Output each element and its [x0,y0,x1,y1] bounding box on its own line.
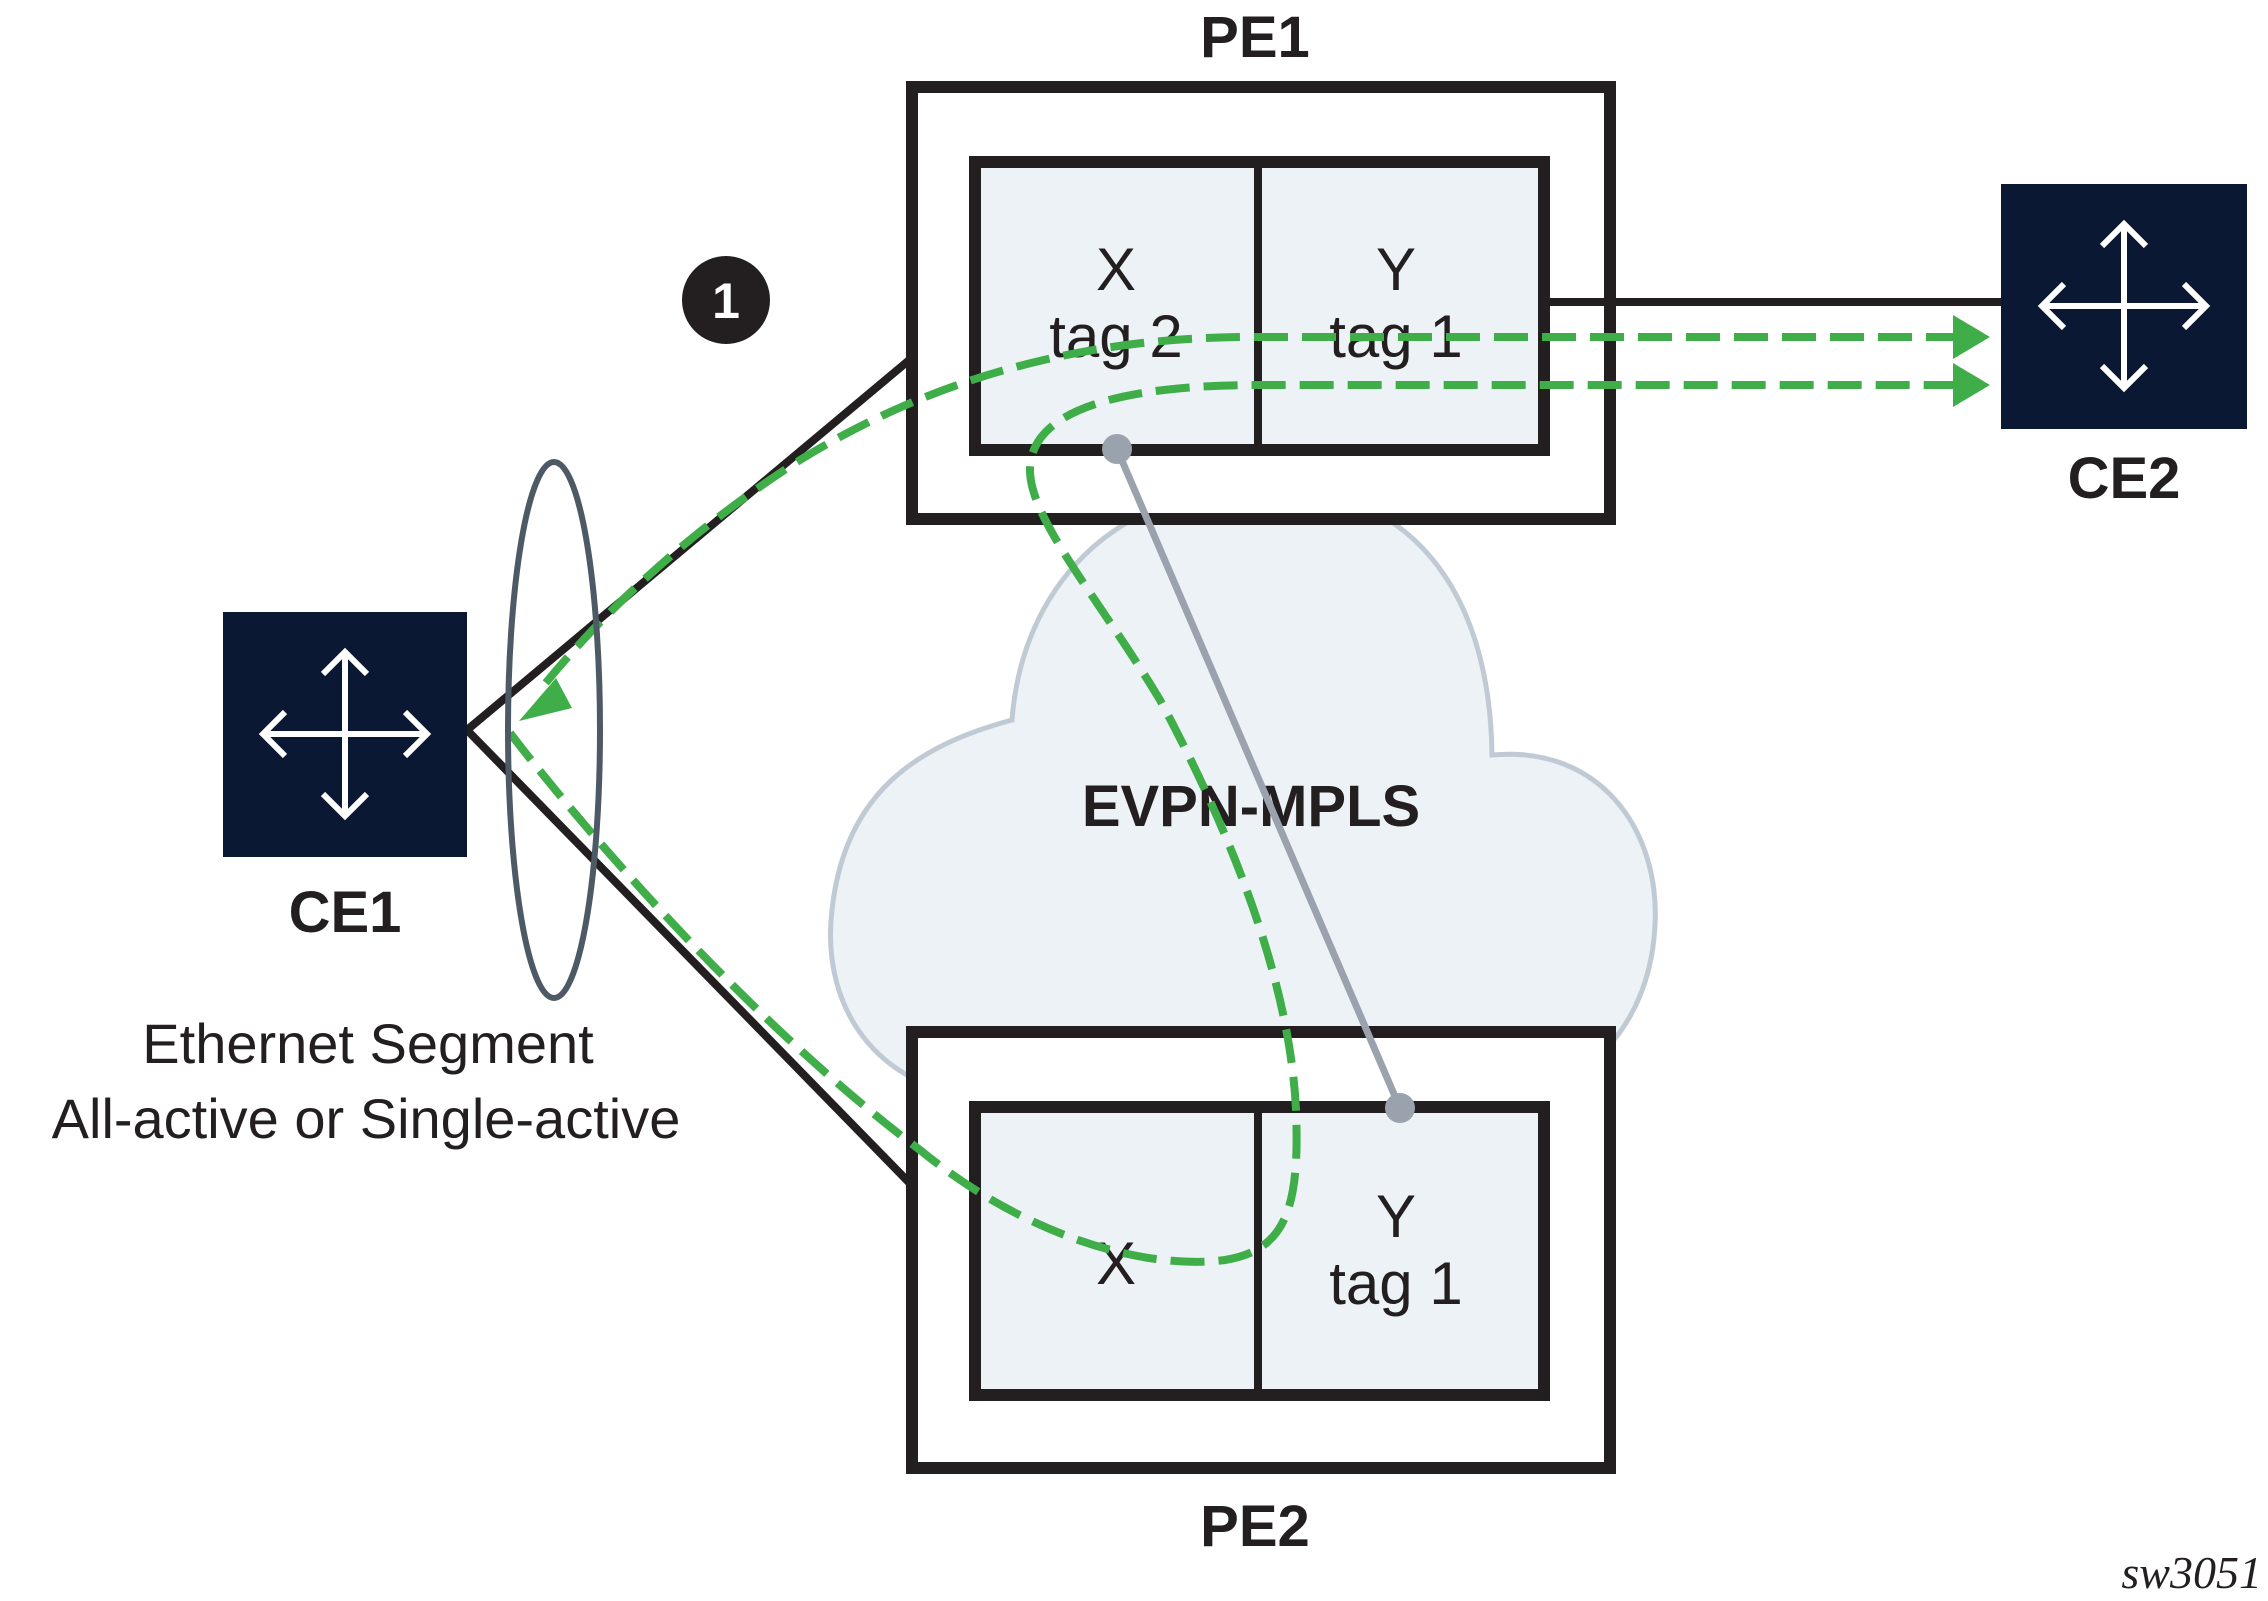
ce2-label: CE2 [2068,446,2181,511]
ethernet-segment-caption-line1: Ethernet Segment [142,1012,594,1075]
ethernet-segment-caption-line2: All-active or Single-active [52,1087,681,1150]
flow-path-ce1-pe2-pe1-ce2 [506,381,1960,1266]
pe1-peer-dot [1102,434,1132,464]
pe2-node[interactable]: X Y tag 1 [906,1026,1616,1474]
flow-arrowhead-ce2-bottom [1953,363,1990,407]
pe1-x-tag: tag 2 [1049,303,1182,370]
step-badge-number: 1 [712,273,740,329]
pe1-x-label: X [1096,236,1136,303]
step-badge: 1 [682,256,770,344]
figure-id: sw3051 [2121,1547,2262,1598]
pe2-y-label: Y [1376,1183,1416,1250]
flow-arrowhead-ce1 [519,678,572,721]
pe1-title: PE1 [1200,5,1310,70]
pe-peer-link [1113,447,1404,1110]
ce1-router[interactable] [223,612,467,857]
ce2-router[interactable] [2001,184,2247,429]
link-ce1-pe2 [464,727,978,1253]
pe2-title: PE2 [1200,1494,1310,1559]
pe1-node[interactable]: X tag 2 Y tag 1 [906,81,1616,525]
ethernet-segment-ellipse [505,459,603,1001]
pe2-y-tag: tag 1 [1329,1250,1462,1317]
pe2-peer-dot [1385,1093,1415,1123]
flow-path-pe1-to-ce1 [536,333,1960,693]
pe2-x-label: X [1096,1230,1136,1297]
pe1-y-label: Y [1376,236,1416,303]
ce1-label: CE1 [289,880,402,945]
cloud-label: EVPN-MPLS [1082,774,1420,839]
pe1-y-tag: tag 1 [1329,303,1462,370]
flow-arrowhead-ce2-top [1953,315,1990,359]
